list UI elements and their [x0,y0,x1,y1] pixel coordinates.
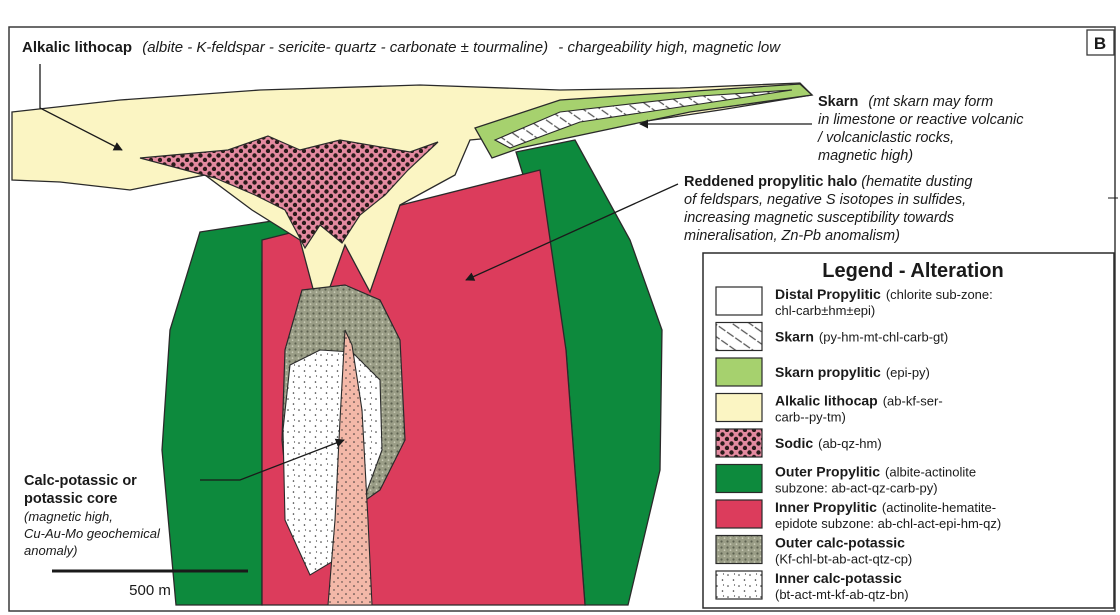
legend-label-inner-calc-potassic: Inner calc-potassic [775,570,902,586]
legend-name-sodic: Sodic [775,435,813,451]
legend-swatch-outer-calc-potassic [716,536,762,564]
legend-swatch-distal-propylitic [716,287,762,315]
legend-detail-outer-propylitic: (albite-actinolite [885,465,976,480]
skarn-annotation-title: Skarn [818,94,858,110]
legend-swatch-sodic [716,429,762,457]
legend-label-sodic: Sodic (ab-qz-hm) [775,435,882,451]
halo-annotation-line-3: increasing magnetic susceptibility towar… [684,210,954,226]
halo-annotation-line-4: mineralisation, Zn-Pb anomalism) [684,228,900,244]
legend-name-alkalic-lithocap: Alkalic lithocap [775,393,878,409]
core-annotation-line-3: anomaly) [24,543,77,558]
halo-annotation-line-2: of feldspars, negative S isotopes in sul… [684,192,966,208]
legend-name-inner-propylitic: Inner Propylitic [775,499,877,515]
legend-detail-inner-propylitic: (actinolite-hematite- [882,500,996,515]
legend-detail-alkalic-lithocap: (ab-kf-ser- [883,394,943,409]
panel-label: B [1094,34,1106,53]
halo-annotation: Reddened propylitic halo (hematite dusti… [684,174,972,190]
core-annotation-line-1: (magnetic high, [24,509,113,524]
legend-detail-2-alkalic-lithocap: carb--py-tm) [775,410,846,425]
legend-name-skarn: Skarn [775,329,814,345]
skarn-annotation: Skarn (mt skarn may form [818,94,993,110]
legend-swatch-inner-propylitic [716,500,762,528]
legend-name-inner-calc-potassic: Inner calc-potassic [775,570,902,586]
halo-annotation-title: Reddened propylitic halo [684,174,857,190]
legend-detail-2-outer-calc-potassic: (Kf-chl-bt-ab-act-qtz-cp) [775,552,912,567]
legend-swatch-alkalic-lithocap [716,394,762,422]
scale-bar-label: 500 m [129,582,171,599]
legend-detail-skarn: (py-hm-mt-chl-carb-gt) [819,330,948,345]
legend-detail-2-inner-propylitic: epidote subzone: ab-chl-act-epi-hm-qz) [775,516,1001,531]
skarn-annotation-line-2: in limestone or reactive volcanic [818,112,1024,128]
legend-name-distal-propylitic: Distal Propylitic [775,286,881,302]
header-title: Alkalic lithocap [22,39,132,56]
legend-name-outer-calc-potassic: Outer calc-potassic [775,535,905,551]
legend-swatch-inner-calc-potassic [716,571,762,599]
legend-detail-distal-propylitic: (chlorite sub-zone: [886,287,993,302]
header-line: Alkalic lithocap (albite - K-feldspar - … [22,39,781,56]
header-detail: (albite - K-feldspar - sericite- quartz … [142,39,548,56]
legend: Legend - Alteration Distal Propylitic (ch… [703,253,1114,608]
halo-annotation-line-1: (hematite dusting [861,174,972,190]
skarn-annotation-line-3: / volcaniclastic rocks, [817,130,954,146]
legend-swatch-skarn [716,323,762,351]
skarn-annotation-line-4: magnetic high) [818,148,913,164]
header-tail: - chargeability high, magnetic low [558,39,781,56]
legend-name-skarn-propylitic: Skarn propylitic [775,364,881,380]
legend-label-outer-calc-potassic: Outer calc-potassic [775,535,905,551]
legend-name-outer-propylitic: Outer Propylitic [775,464,880,480]
legend-swatch-skarn-propylitic [716,358,762,386]
legend-detail-sodic: (ab-qz-hm) [818,436,882,451]
legend-detail-2-inner-calc-potassic: (bt-act-mt-kf-ab-qtz-bn) [775,587,909,602]
legend-detail-skarn-propylitic: (epi-py) [886,365,930,380]
core-annotation-title-2: potassic core [24,491,118,507]
legend-label-skarn-propylitic: Skarn propylitic (epi-py) [775,364,930,380]
skarn-annotation-line-1: (mt skarn may form [868,94,993,110]
legend-label-outer-propylitic: Outer Propylitic (albite-actinolite [775,464,976,480]
legend-detail-2-outer-propylitic: subzone: ab-act-qz-carb-py) [775,481,938,496]
core-annotation-line-2: Cu-Au-Mo geochemical [24,526,161,541]
legend-label-skarn: Skarn (py-hm-mt-chl-carb-gt) [775,329,948,345]
legend-swatch-outer-propylitic [716,465,762,493]
core-annotation-title-1: Calc-potassic or [24,473,137,489]
legend-detail-2-distal-propylitic: chl-carb±hm±epi) [775,303,875,318]
legend-label-alkalic-lithocap: Alkalic lithocap (ab-kf-ser- [775,393,943,409]
legend-label-inner-propylitic: Inner Propylitic (actinolite-hematite- [775,499,996,515]
legend-title: Legend - Alteration [822,260,1003,282]
